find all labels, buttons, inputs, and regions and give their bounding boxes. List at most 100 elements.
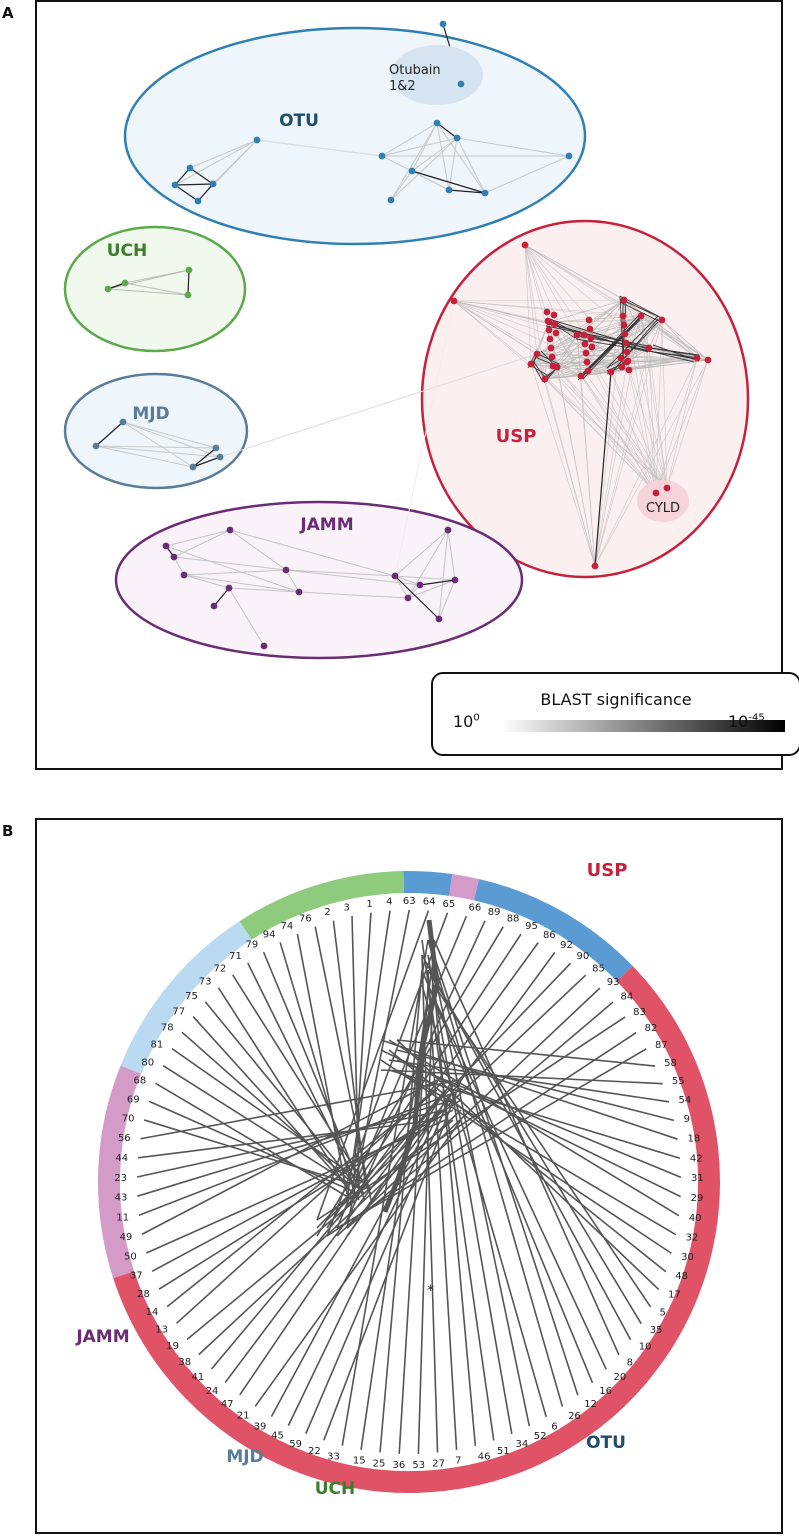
usp-edge — [548, 321, 612, 373]
usp-edge — [548, 299, 625, 323]
tree-branch — [210, 1099, 438, 1370]
usp-core-edge — [575, 338, 698, 360]
usp-edge — [610, 371, 657, 494]
leaf-label: 82 — [645, 1023, 658, 1034]
leaf-label: 74 — [281, 921, 294, 932]
tree-branch — [346, 909, 410, 1229]
tree-branch — [326, 912, 449, 1237]
leaf-label: 49 — [120, 1232, 133, 1243]
jamm-edge — [165, 545, 300, 593]
usp-node — [545, 326, 553, 334]
otu-edge — [197, 139, 258, 202]
usp-node — [624, 357, 632, 365]
jamm-edge — [394, 529, 449, 577]
leaf-label: 80 — [141, 1057, 154, 1068]
tree-branch — [326, 974, 587, 1221]
otu-edge — [411, 137, 458, 172]
tree-branch — [287, 1099, 446, 1427]
leaf-label: 93 — [607, 977, 620, 988]
usp-edge — [536, 319, 663, 355]
otu-edge — [456, 137, 570, 157]
tree-branch — [336, 987, 601, 1237]
leaf-label: 33 — [327, 1451, 340, 1462]
leaf-label: 92 — [560, 940, 573, 951]
otubain-label-line1: Otubain — [389, 63, 441, 78]
uch-arc-label: UCH — [315, 1479, 356, 1499]
network-graph: OTU UCH MJD USP JAMM Otubain 1&2 CYLD — [63, 20, 750, 660]
usp-node — [552, 329, 560, 337]
jamm-edge — [173, 556, 185, 576]
usp-edge — [544, 319, 663, 380]
uch-node — [104, 285, 112, 293]
tree-branch — [351, 916, 360, 1189]
otu-node — [171, 181, 179, 189]
tree-branch — [262, 951, 360, 1183]
usp-edge — [576, 299, 625, 336]
leaf-label: 85 — [592, 964, 605, 975]
uch-edge — [124, 282, 189, 296]
jamm-strong-edge — [419, 579, 456, 586]
tree-branch — [146, 1119, 446, 1254]
usp-edge — [661, 319, 698, 359]
otu-node — [378, 152, 386, 160]
leaf-label: 4 — [386, 897, 392, 908]
jamm-edge — [394, 575, 409, 599]
jamm-arc-label: JAMM — [75, 1327, 129, 1347]
tree-branch — [427, 939, 564, 1407]
leaf-label: 73 — [199, 977, 212, 988]
inter-cluster-edge — [394, 300, 455, 577]
usp-edge — [548, 319, 663, 323]
jamm-node — [295, 588, 303, 596]
tree-branch — [138, 1089, 462, 1217]
usp-edge — [536, 334, 578, 355]
tree-branch — [326, 933, 522, 1229]
jamm-node — [210, 602, 218, 610]
inter-cluster-edge — [219, 353, 538, 458]
usp-edge — [640, 315, 657, 494]
leaf-label: 2 — [324, 907, 330, 918]
usp-node — [693, 354, 701, 362]
tree-branch — [316, 962, 572, 1229]
usp-core-edge — [606, 315, 659, 369]
otu-edge — [390, 137, 458, 201]
leaf-label: 17 — [668, 1290, 681, 1301]
leaf-label: 10 — [639, 1342, 652, 1353]
otu-strong-edge — [411, 170, 486, 194]
jamm-edge — [394, 575, 421, 586]
tree-branch — [181, 1031, 366, 1195]
otu-arc-label: OTU — [586, 1433, 626, 1453]
usp-core-edge — [582, 318, 640, 377]
uch-node — [121, 279, 129, 287]
usp-edge — [544, 334, 578, 380]
tree-branch — [396, 1059, 682, 1179]
leaf-label: 89 — [488, 907, 501, 918]
otu-strong-edge — [174, 167, 191, 186]
leaf-label: 32 — [686, 1233, 699, 1244]
jamm-edge — [229, 529, 287, 571]
otu-strong-edge — [174, 183, 214, 186]
usp-node — [607, 368, 615, 376]
usp-core-edge — [612, 318, 659, 372]
tree-branch — [421, 939, 495, 1441]
usp-edge — [548, 321, 657, 494]
usp-node — [618, 363, 626, 371]
leaf-label: 54 — [678, 1095, 691, 1106]
panel-b-letter: B — [2, 822, 14, 840]
leaf-label: 90 — [577, 951, 590, 962]
mjd-edge — [95, 445, 221, 458]
leaf-label: 51 — [497, 1446, 510, 1457]
tree-branch — [379, 969, 423, 1453]
leaf-label: 42 — [690, 1153, 703, 1164]
tree-branch — [323, 1079, 462, 1441]
usp-edge — [655, 359, 709, 494]
arc-segment-jamm — [449, 874, 479, 901]
usp-core-edge — [619, 298, 665, 320]
tree-branch — [136, 1109, 446, 1178]
otu-strong-edge — [189, 167, 214, 185]
jamm-edge — [173, 556, 287, 571]
usp-edge — [594, 357, 698, 567]
jamm-node — [404, 594, 412, 602]
jamm-strong-edge — [213, 587, 230, 607]
usp-node — [619, 312, 627, 320]
usp-node — [581, 340, 589, 348]
